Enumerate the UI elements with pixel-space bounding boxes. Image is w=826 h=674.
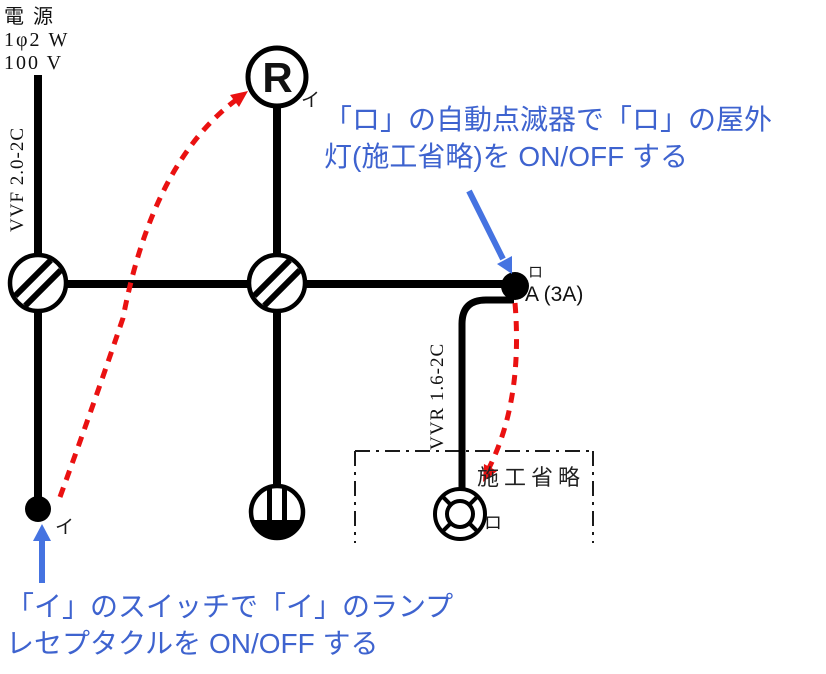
- vvr-cable-label: VVR 1.6-2C: [427, 342, 448, 450]
- lamp-receptacle-label: イ: [301, 90, 321, 111]
- junction-box-icon: [7, 252, 69, 314]
- power-source-voltage: 100 V: [4, 52, 64, 74]
- auto-switch-rating: A (3A): [525, 283, 584, 306]
- switch-label: イ: [55, 517, 75, 538]
- blue-pointer-arrow: [33, 524, 51, 583]
- annotation-top-line1: 「ロ」の自動点滅器で「ロ」の屋外: [324, 104, 773, 135]
- ceiling-light-icon: [248, 483, 306, 541]
- outdoor-light-label: ロ: [484, 513, 502, 533]
- annotation-bottom-line1: 「イ」のスイッチで「イ」のランプ: [6, 591, 454, 622]
- construction-omitted-label: 施工省略: [477, 465, 586, 490]
- red-arrowhead: [230, 91, 248, 107]
- annotation-bottom: 「イ」のスイッチで「イ」のランプ レセプタクルを ON/OFF する: [6, 588, 453, 662]
- construction-omitted-box: [354, 450, 594, 543]
- red-arrowhead: [483, 464, 497, 482]
- red-dashed-arrow: [486, 302, 519, 470]
- annotation-bottom-line2: レセプタクルを ON/OFF する: [6, 628, 379, 659]
- junction-box-icon: [246, 252, 308, 314]
- annotation-top-line2: 灯(施工省略)を ON/OFF する: [324, 141, 688, 172]
- vvf-cable-label: VVF 2.0-2C: [7, 126, 28, 232]
- blue-pointer-arrow: [466, 189, 512, 274]
- outdoor-light-icon: [433, 487, 487, 541]
- power-source-phase: 1φ2 W: [4, 29, 70, 51]
- power-source-name: 電 源: [4, 6, 55, 28]
- switch-dot-icon: [25, 496, 51, 522]
- lamp-receptacle-icon: [245, 45, 309, 109]
- lamp-receptacle-letter: R: [262, 53, 293, 101]
- auto-switch-dot-icon: [501, 272, 529, 300]
- auto-switch-label: ロ: [528, 265, 544, 281]
- annotation-top: 「ロ」の自動点滅器で「ロ」の屋外 灯(施工省略)を ON/OFF する: [324, 101, 772, 175]
- red-dashed-arrow: [57, 97, 238, 498]
